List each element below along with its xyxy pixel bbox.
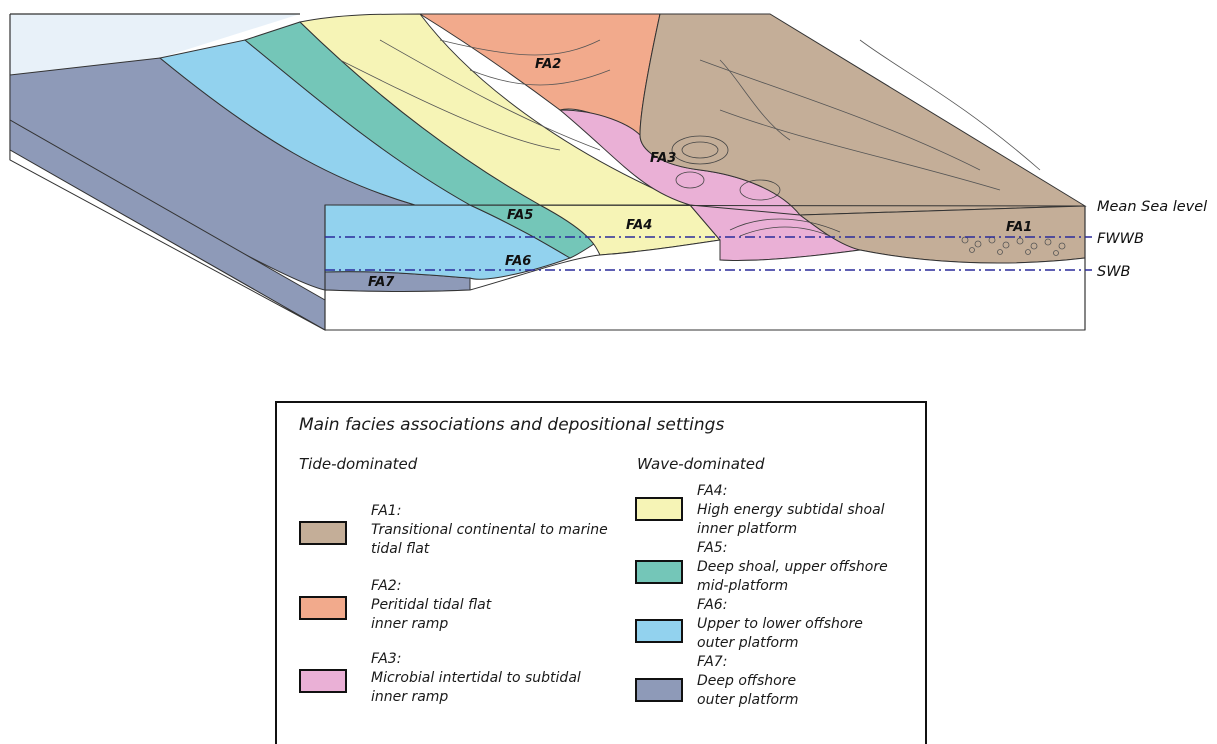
legend-desc-fa4-line2: inner platform — [697, 521, 798, 537]
swatch-fa5 — [635, 560, 683, 584]
legend-desc-fa5: Deep shoal, upper offshore mid-platform — [697, 558, 888, 596]
label-fa7: FA7 — [368, 275, 395, 290]
legend-desc-fa1-line1: Transitional continental to marine — [371, 522, 608, 538]
legend-box: Main facies associations and depositiona… — [275, 401, 927, 744]
legend-code-fa2: FA2: — [371, 578, 402, 594]
legend-code-fa1: FA1: — [371, 503, 402, 519]
legend-title: Main facies associations and depositiona… — [299, 415, 725, 435]
legend-code-fa6: FA6: — [697, 597, 728, 613]
swatch-fa3 — [299, 669, 347, 693]
swatch-fa1 — [299, 521, 347, 545]
fa3-mound-details — [671, 135, 841, 237]
legend-desc-fa4-line1: High energy subtidal shoal — [697, 502, 885, 518]
label-fa1: FA1 — [1006, 220, 1032, 235]
legend-desc-fa5-line2: mid-platform — [697, 578, 789, 594]
block-front-lower — [324, 239, 1086, 331]
legend-desc-fa4: High energy subtidal shoal inner platfor… — [697, 501, 885, 539]
swatch-fa7 — [635, 678, 683, 702]
legend-desc-fa7: Deep offshore outer platform — [697, 672, 798, 710]
label-fa6: FA6 — [505, 254, 531, 269]
legend-desc-fa1: Transitional continental to marine tidal… — [371, 521, 608, 559]
label-swb: SWB — [1097, 264, 1131, 280]
legend-code-fa3: FA3: — [371, 651, 402, 667]
legend-desc-fa1-line2: tidal flat — [371, 541, 430, 557]
legend-code-fa4: FA4: — [697, 483, 728, 499]
label-fwwb: FWWB — [1097, 231, 1144, 247]
legend-desc-fa3: Microbial intertidal to subtidal inner r… — [371, 669, 581, 707]
sky-area — [10, 14, 300, 75]
label-fa2: FA2 — [535, 57, 561, 72]
tide-dominated-heading: Tide-dominated — [299, 455, 418, 473]
legend-code-fa5: FA5: — [697, 540, 728, 556]
surface-contours — [339, 39, 1041, 191]
swatch-fa2 — [299, 596, 347, 620]
swatch-fa6 — [635, 619, 683, 643]
legend-code-fa7: FA7: — [697, 654, 728, 670]
label-fa5: FA5 — [507, 208, 533, 223]
legend-desc-fa6: Upper to lower offshore outer platform — [697, 615, 863, 653]
legend-desc-fa2-line2: inner ramp — [371, 616, 449, 632]
legend-desc-fa3-line1: Microbial intertidal to subtidal — [371, 670, 581, 686]
legend-desc-fa5-line1: Deep shoal, upper offshore — [697, 559, 888, 575]
legend-desc-fa7-line1: Deep offshore — [697, 673, 797, 689]
label-fa4: FA4 — [626, 218, 652, 233]
block-diagram: FA2 FA3 FA5 FA4 FA1 FA6 FA7 Mean Sea lev… — [9, 13, 1207, 331]
swatch-fa4 — [635, 497, 683, 521]
block-top-front-edge — [324, 204, 1086, 207]
label-fa3: FA3 — [650, 151, 676, 166]
fa7-base — [9, 149, 326, 331]
legend-desc-fa2-line1: Peritidal tidal flat — [371, 597, 492, 613]
legend-desc-fa3-line2: inner ramp — [371, 689, 449, 705]
wave-dominated-heading: Wave-dominated — [637, 455, 765, 473]
legend-desc-fa2: Peritidal tidal flat inner ramp — [371, 596, 491, 634]
label-mean-sea-level: Mean Sea level — [1097, 199, 1207, 215]
legend-desc-fa6-line2: outer platform — [697, 635, 799, 651]
fa4-zone — [298, 13, 691, 206]
legend-desc-fa6-line1: Upper to lower offshore — [697, 616, 863, 632]
legend-desc-fa7-line2: outer platform — [697, 692, 799, 708]
fa1-zone — [639, 13, 1087, 216]
